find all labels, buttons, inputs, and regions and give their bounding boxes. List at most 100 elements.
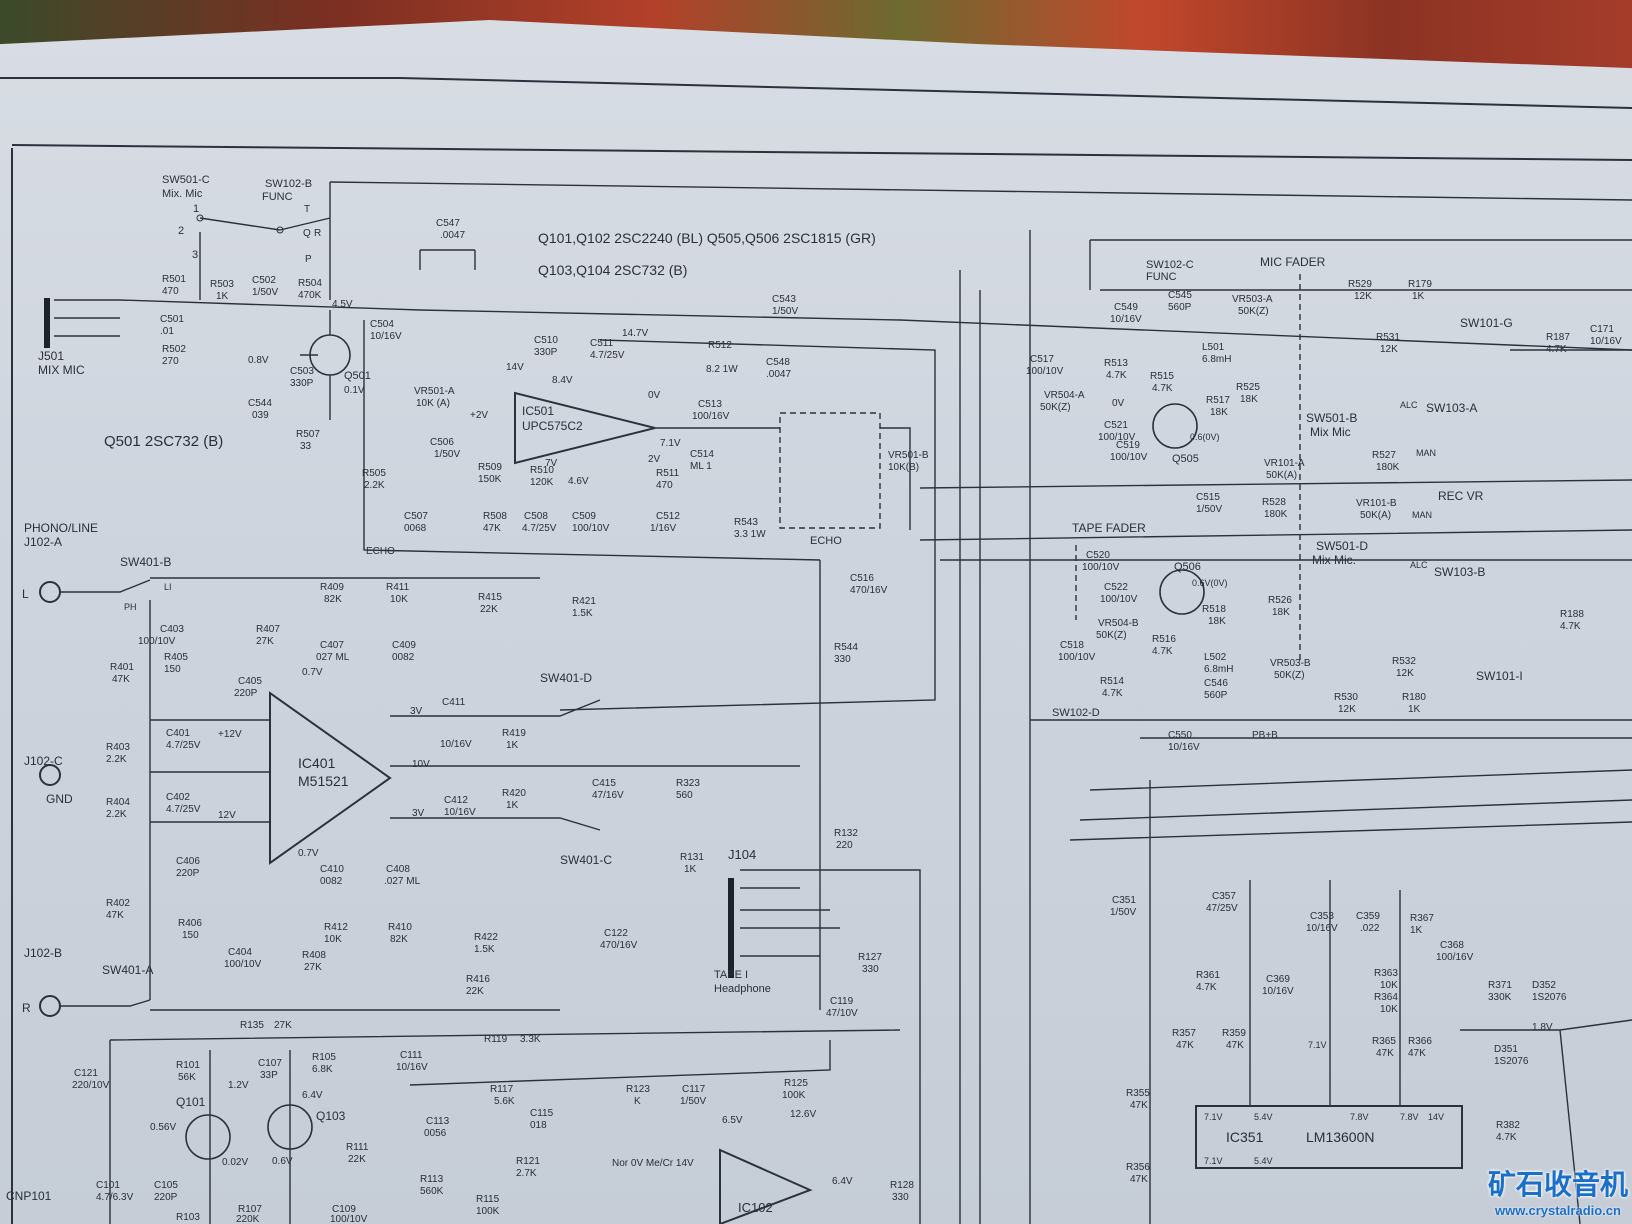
c111-label: C111 [400,1050,423,1061]
v147: 14.7V [622,328,648,339]
r404-label: R404 [106,797,130,808]
v45: 4.5V [332,299,353,310]
c549-label: C549 [1114,302,1138,313]
v14: 14V [506,362,524,373]
c514-label: C514 [690,449,714,460]
c107-value: 33P [260,1070,278,1081]
c544-value: 039 [252,410,269,421]
c369-label: C369 [1266,974,1290,985]
r530-label: R530 [1334,692,1358,703]
r101-label: R101 [176,1060,200,1071]
c517-label: C517 [1030,354,1054,365]
r355-label: R355 [1126,1088,1150,1099]
r366-value: 47K [1408,1048,1426,1059]
c171-value: 10/16V [1590,336,1622,347]
c105-value: 220P [154,1192,178,1203]
j102c-jack-icon [39,764,61,786]
c510-value: 330P [534,347,558,358]
r514-value: 4.7K [1102,688,1123,699]
c547-label: C547 [436,218,460,229]
ic102-v3: 6.4V [832,1176,853,1187]
watermark-cn: 矿石收音机 [1487,1168,1628,1201]
r516-value: 4.7K [1152,646,1173,657]
r111-value: 22K [348,1154,366,1165]
r359-label: R359 [1222,1028,1246,1039]
r411-label: R411 [386,582,410,593]
r364-value: 10K [1380,1004,1398,1015]
j102c-name: J102-C [24,754,63,768]
c406-label: C406 [176,856,200,867]
j102b-pin: R [22,1001,31,1015]
r405-label: R405 [164,652,188,663]
q101-v1: 1.2V [228,1080,249,1091]
v71: 7.1V [660,438,681,449]
r115-value: 100K [476,1206,500,1217]
ic501-amp-symbol [514,391,656,465]
c107-label: C107 [258,1058,282,1069]
c403-label: C403 [160,624,184,635]
r128-label: R128 [890,1180,914,1191]
r187-label: R187 [1546,332,1570,343]
c506-label: C506 [430,437,454,448]
c512-value: 1/16V [650,523,676,534]
c546-label: C546 [1204,678,1228,689]
r544-label: R544 [834,642,858,653]
r505-value: 2.2K [364,480,385,491]
r125-value: 100K [782,1090,806,1101]
c402-label: C402 [166,792,190,803]
r103-label: R103 [176,1212,200,1223]
r123-value: K [634,1096,641,1107]
c119-value: 47/10V [826,1008,858,1019]
c113-value: 0056 [424,1128,447,1139]
c513-value: 100/16V [692,411,730,422]
r419-value: 1K [506,740,519,751]
c519-label: C519 [1116,440,1140,451]
c510-label: C510 [534,335,558,346]
echo-block-label: ECHO [810,535,842,547]
c501-value: .01 [160,326,174,337]
r507-label: R507 [296,429,320,440]
c406-value: 220P [176,868,200,879]
r131-value: 1K [684,864,697,875]
c509-value: 100/10V [572,523,610,534]
vr503b-value: 50K(Z) [1274,670,1305,681]
r357-value: 47K [1176,1040,1194,1051]
r416-label: R416 [466,974,490,985]
r507-value: 33 [300,441,312,452]
c405-label: C405 [238,676,262,687]
c122-label: C122 [604,928,628,939]
d352-label: D352 [1532,980,1556,991]
c410-value: 0082 [320,876,343,887]
v3: 3V [410,706,423,717]
transistor-list-line1: Q101,Q102 2SC2240 (BL) Q505,Q506 2SC1815… [538,230,876,246]
ic351-v2: 7.1V [1308,1040,1327,1050]
sw102b-pos-p: P [305,254,312,265]
c404-label: C404 [228,947,252,958]
q505-v: 0.6(0V) [1190,432,1220,442]
sw501b-label: Mix Mic [1310,425,1351,439]
j102b-jack-icon [39,995,61,1017]
r412-label: R412 [324,922,348,933]
vr501a-label: VR501-A [414,386,455,397]
j102a-jack-icon [39,581,61,603]
c503-value: 330P [290,378,314,389]
r135-label: R135 [240,1020,264,1031]
r543-label: R543 [734,517,758,528]
echo-label: ECHO [366,546,395,557]
sw102d-name: SW102-D [1052,707,1100,719]
r364-label: R364 [1374,992,1398,1003]
j501-label: MIX MIC [38,363,85,377]
alc-label-a: ALC [1400,400,1418,410]
vr503a-label: VR503-A [1232,294,1273,305]
j102a-name: J102-A [24,535,62,549]
man-label-a: MAN [1416,448,1436,458]
sw501c-pos2: 2 [178,225,184,237]
c121-label: C121 [74,1068,98,1079]
r323-value: 560 [676,790,693,801]
c516-label: C516 [850,573,874,584]
r513-value: 4.7K [1106,370,1127,381]
c545-value: 560P [1168,302,1192,313]
c512-label: C512 [656,511,680,522]
v0b: 0V [1112,398,1125,409]
